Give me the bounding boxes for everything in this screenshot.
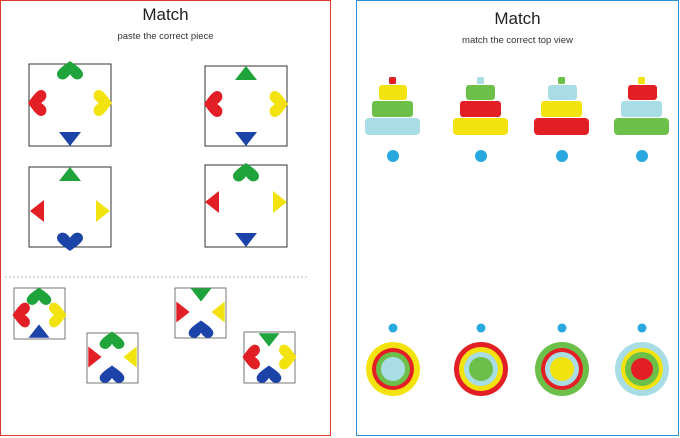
shape-matching-area bbox=[5, 61, 307, 384]
puzzle-square-1 bbox=[28, 61, 112, 147]
match-dot-bottom-2[interactable] bbox=[476, 323, 486, 333]
top-view-4 bbox=[615, 342, 669, 396]
stacking-toy-1 bbox=[365, 77, 420, 135]
match-dot-top-1[interactable] bbox=[387, 150, 399, 162]
match-dot-bottom-4[interactable] bbox=[637, 323, 647, 333]
puzzle-square-4 bbox=[204, 163, 288, 248]
top-view-3 bbox=[535, 342, 589, 396]
top-view-matching-area bbox=[365, 77, 669, 396]
cut-piece-c[interactable] bbox=[86, 331, 139, 384]
match-dot-bottom-1[interactable] bbox=[388, 323, 398, 333]
right-subtitle: match the correct top view bbox=[462, 35, 573, 46]
stacking-toy-2 bbox=[453, 77, 508, 135]
cut-piece-b[interactable] bbox=[174, 287, 227, 339]
match-dot-top-3[interactable] bbox=[556, 150, 568, 162]
cut-piece-d[interactable] bbox=[242, 331, 297, 384]
match-dot-top-2[interactable] bbox=[475, 150, 487, 162]
top-view-1 bbox=[366, 342, 420, 396]
top-view-2 bbox=[454, 342, 508, 396]
right-title: Match bbox=[494, 9, 541, 28]
match-dot-top-4[interactable] bbox=[636, 150, 648, 162]
match-dot-bottom-3[interactable] bbox=[557, 323, 567, 333]
left-title: Match bbox=[142, 5, 189, 24]
puzzle-square-3 bbox=[28, 166, 112, 251]
stacking-toy-4 bbox=[614, 77, 669, 135]
right-worksheet-panel: Match match the correct top view bbox=[356, 0, 679, 436]
cut-piece-a[interactable] bbox=[12, 287, 67, 340]
left-subtitle: paste the correct piece bbox=[117, 31, 214, 42]
left-worksheet-panel: Match paste the correct piece bbox=[0, 0, 331, 436]
puzzle-square-2 bbox=[204, 65, 288, 147]
stacking-toy-3 bbox=[534, 77, 589, 135]
